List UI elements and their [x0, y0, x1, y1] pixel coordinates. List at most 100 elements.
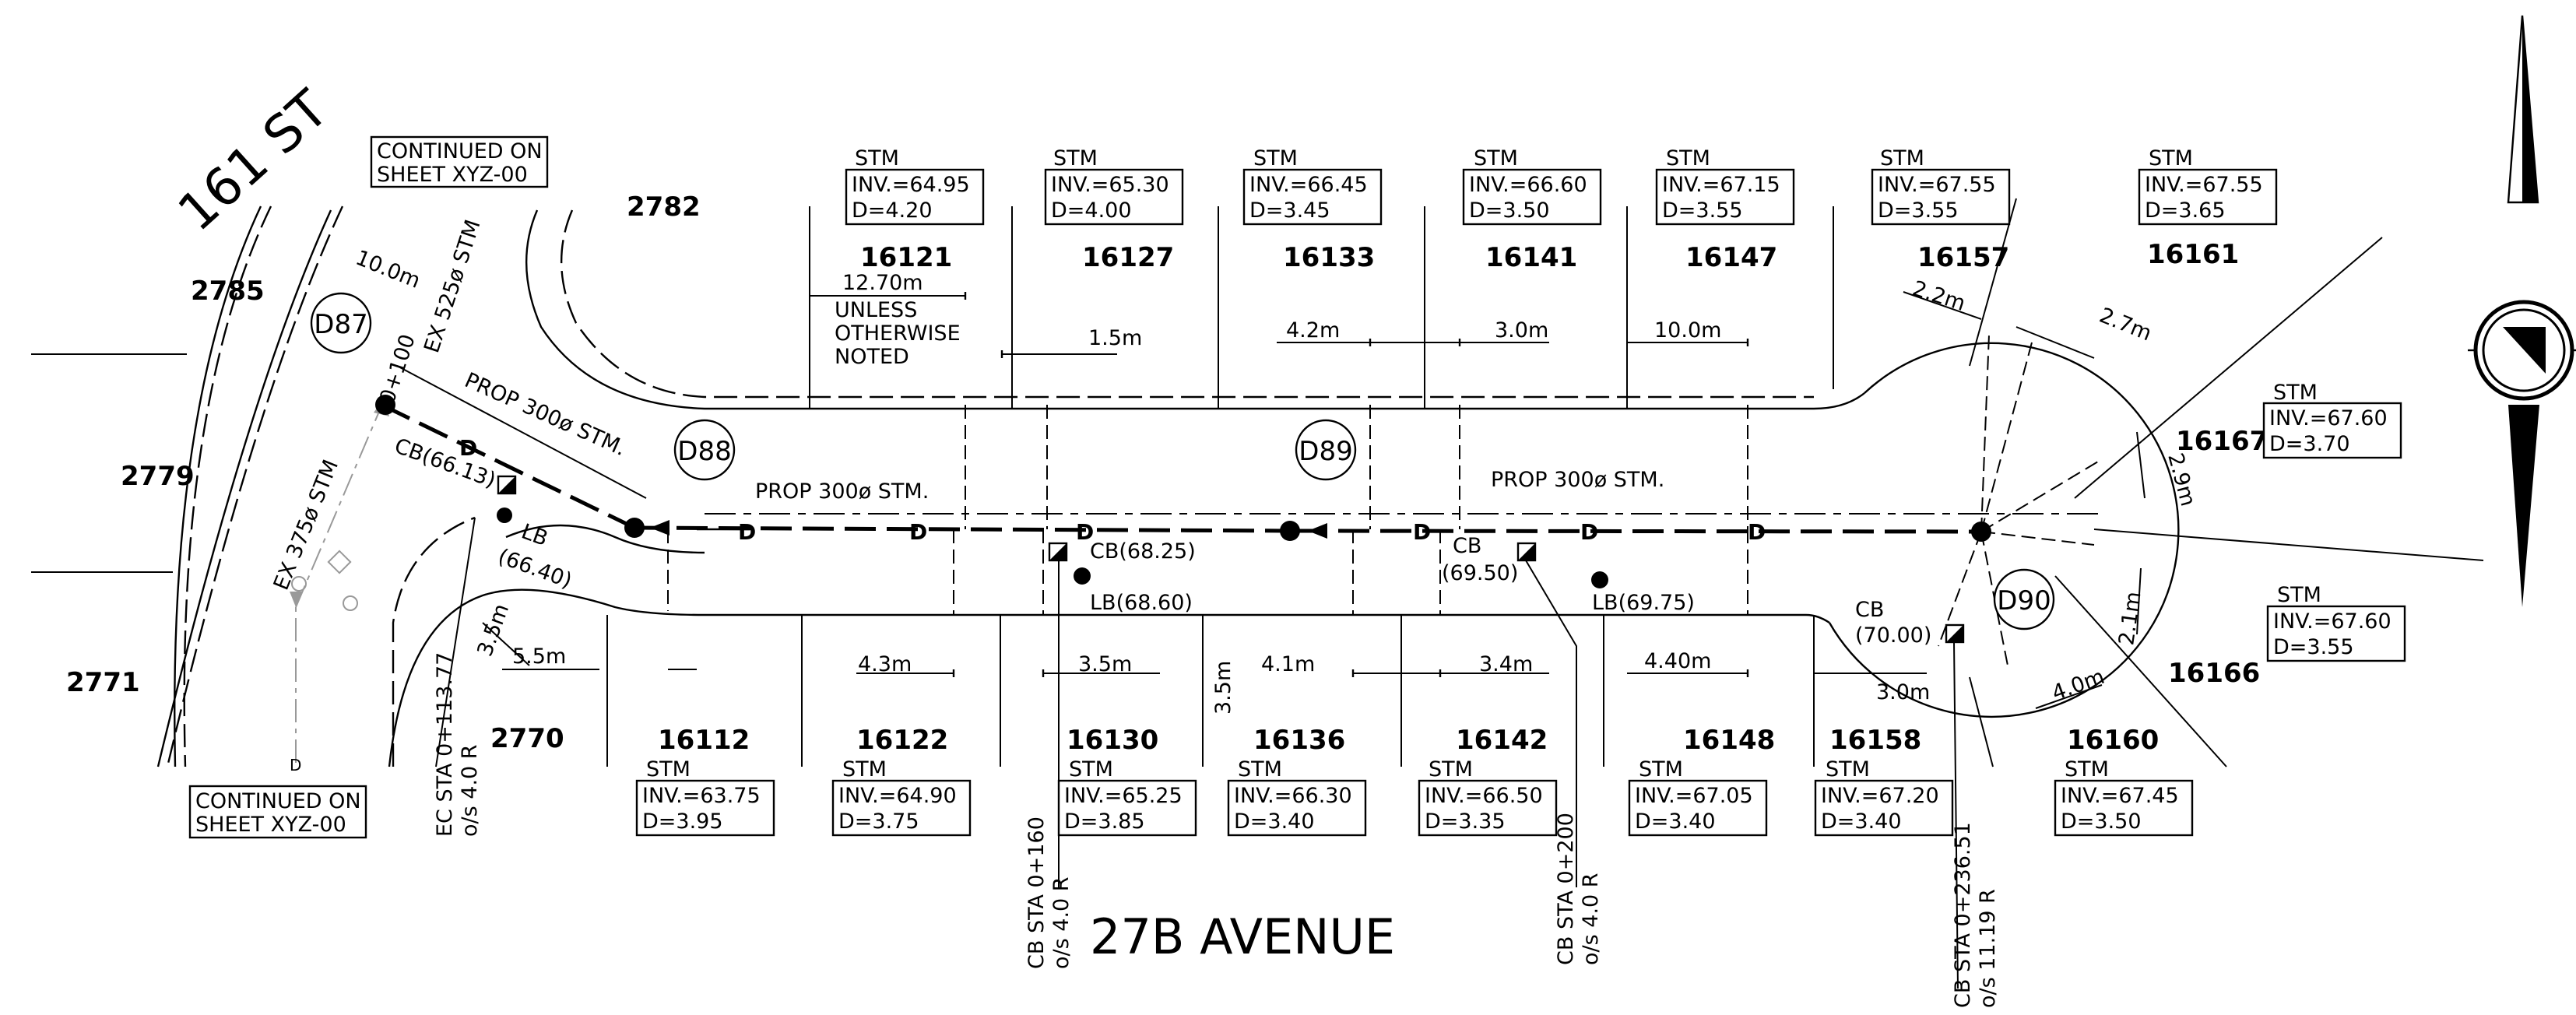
stm-head: STM — [1253, 146, 1298, 170]
dim-label: 1.5m — [1088, 326, 1142, 350]
stm-head: STM — [1429, 757, 1473, 781]
d-marker: D — [1076, 519, 1094, 545]
stm-depth: D=3.50 — [1469, 198, 1550, 223]
stm-inv: INV.=65.30 — [1051, 173, 1169, 197]
stm-depth: D=3.40 — [1234, 810, 1315, 834]
dim-label: 2.9m — [2163, 451, 2200, 509]
stm-head: STM — [1666, 146, 1710, 170]
stm-head: STM — [1069, 757, 1113, 781]
lot-16148: 16148 — [1683, 725, 1775, 756]
ex-375-label: EX 375ø STM — [269, 456, 343, 593]
station-label: CB STA 0+160 — [1024, 817, 1049, 969]
continued-top-line2: SHEET XYZ-00 — [377, 163, 528, 187]
dimension-lines — [482, 291, 2145, 712]
station-offset: o/s 11.19 R — [1976, 889, 2000, 1008]
stm-inv: INV.=67.60 — [2269, 406, 2388, 430]
stm-head: STM — [1639, 757, 1683, 781]
stm-inv: INV.=66.45 — [1249, 173, 1368, 197]
cb-value: (69.50) — [1442, 561, 1518, 585]
lot-16160: 16160 — [2067, 725, 2159, 756]
lot-16158: 16158 — [1829, 725, 1921, 756]
dim-label: 2.2m — [1910, 276, 1968, 316]
lot-16161: 16161 — [2147, 239, 2239, 270]
lot-2785: 2785 — [191, 276, 265, 307]
lot-16121: 16121 — [860, 242, 952, 273]
stm-depth: D=3.55 — [1662, 198, 1743, 223]
dim-label: 2.1m — [2114, 590, 2145, 647]
dim-label: 2.7m — [2096, 304, 2155, 346]
service-box-16147: STM INV.=67.15 D=3.55 — [1655, 146, 1795, 226]
stm-inv: INV.=66.60 — [1469, 173, 1587, 197]
stm-inv: INV.=67.55 — [1878, 173, 1996, 197]
dim-label: 4.1m — [1261, 652, 1315, 676]
d-marker: D — [1580, 519, 1598, 545]
lot-16142: 16142 — [1456, 725, 1548, 756]
cb-label: CB — [1453, 534, 1481, 558]
lot-16141: 16141 — [1485, 242, 1577, 273]
service-box-16112: STM INV.=63.75 D=3.95 — [635, 757, 775, 837]
unless-noted-3: NOTED — [835, 345, 909, 369]
dim-label: 4.3m — [858, 652, 912, 676]
stm-head: STM — [1238, 757, 1282, 781]
stm-head: STM — [1053, 146, 1098, 170]
stm-box — [1462, 168, 1602, 226]
dim-label: 3.5m — [473, 601, 514, 660]
stm-inv: INV.=64.90 — [838, 784, 957, 808]
manhole-d89-tag — [1295, 419, 1357, 481]
dim-label: 10.0m — [352, 246, 423, 293]
stm-depth: D=3.55 — [2273, 635, 2354, 659]
service-box-16121: STM INV.=64.95 D=4.20 — [845, 146, 985, 226]
lot-2779: 2779 — [121, 461, 195, 492]
manholes: D87 D88 D89 D90 — [310, 292, 2055, 630]
stm-head: STM — [2277, 583, 2321, 607]
stm-head: STM — [646, 757, 691, 781]
stm-box — [1628, 779, 1768, 837]
storm-main — [380, 402, 1982, 539]
continued-bottom-box — [188, 785, 367, 839]
pipe-d-markers: D D D D D D D D — [290, 435, 1766, 774]
stm-depth: D=3.85 — [1064, 810, 1145, 834]
stm-inv: INV.=66.30 — [1234, 784, 1352, 808]
stm-box — [1057, 779, 1197, 837]
chainage-0100: 0+100 — [375, 332, 420, 406]
continued-top-box — [370, 135, 549, 188]
stm-depth: D=3.95 — [642, 810, 723, 834]
stm-head: STM — [842, 757, 887, 781]
stm-head: STM — [855, 146, 899, 170]
stm-inv: INV.=67.60 — [2273, 609, 2391, 634]
prop-300-label-3: PROP 300ø STM. — [1491, 468, 1664, 492]
stm-box — [1655, 168, 1795, 226]
ex-525-label: EX 525ø STM — [420, 217, 485, 356]
dim-label: 3.5m — [1078, 652, 1132, 676]
service-box-16130: STM INV.=65.25 D=3.85 — [1057, 757, 1197, 837]
stm-depth: D=3.50 — [2061, 810, 2142, 834]
service-box-16167: STM INV.=67.60 D=3.70 — [2262, 381, 2402, 459]
d-marker: D — [909, 519, 927, 545]
station-offset: o/s 4.0 R — [1049, 876, 1074, 969]
d-marker: D — [290, 756, 301, 774]
manhole-d89-label: D89 — [1299, 436, 1352, 467]
dim-label: 3.0m — [1876, 680, 1930, 704]
cb-value: (70.00) — [1855, 623, 1931, 648]
manhole-d87-tag — [310, 292, 372, 354]
stm-box — [2138, 168, 2278, 226]
stm-depth: D=3.40 — [1635, 810, 1716, 834]
manhole-d88-tag — [673, 419, 736, 481]
manhole-d89-dot — [1280, 521, 1300, 541]
lawn-basin-symbol — [497, 508, 512, 523]
service-boxes: STM INV.=64.95 D=4.20 STM INV.=65.30 D=4… — [635, 146, 2406, 837]
stm-box — [1242, 168, 1383, 226]
dim-label: 3.4m — [1479, 652, 1533, 676]
dim-label: 3.5m — [1211, 661, 1235, 715]
continued-bottom-line1: CONTINUED ON — [195, 789, 361, 813]
d-marker: D — [738, 519, 756, 545]
stm-head: STM — [2273, 381, 2318, 405]
lot-numbers: 2785 2782 2779 2771 2770 16121 16127 161… — [66, 191, 2268, 756]
lot-16133: 16133 — [1283, 242, 1375, 273]
continued-top-line1: CONTINUED ON — [377, 139, 543, 163]
stm-head: STM — [1880, 146, 1924, 170]
service-box-16127: STM INV.=65.30 D=4.00 — [1044, 146, 1184, 226]
cb-label: CB(68.25) — [1090, 539, 1196, 564]
service-box-16157: STM INV.=67.55 D=3.55 — [1871, 146, 2011, 226]
stm-box — [1814, 779, 1954, 837]
